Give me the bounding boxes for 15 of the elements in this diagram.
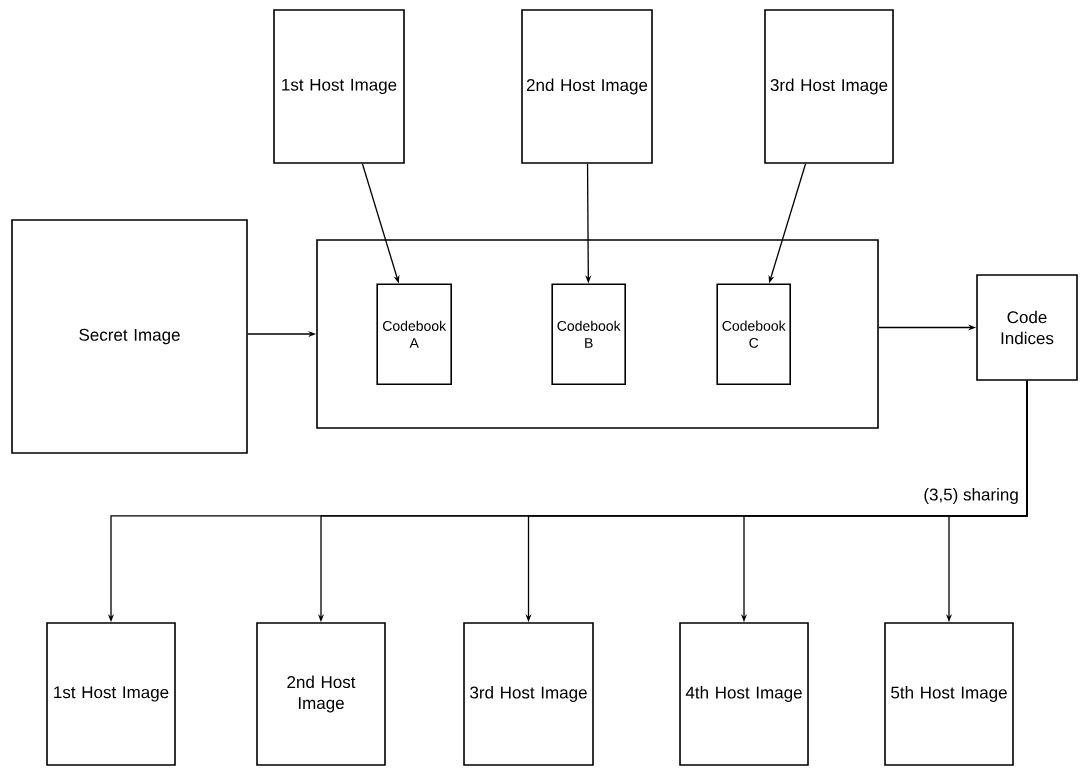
image-box: 3rd Host Image [764,9,894,164]
image-box: 1st Host Image [273,9,405,164]
image-box: 4th Host Image [679,622,809,766]
frame-box [316,239,879,429]
codebook-box: Codebook A [376,283,452,385]
image-box: 5th Host Image [884,622,1014,766]
codebook-box: Codebook C [716,283,791,385]
image-box: Code Indices [976,274,1078,381]
codebook-box: Codebook B [551,283,626,385]
image-box: 2nd Host Image [521,9,653,164]
image-box: 3rd Host Image [463,622,594,766]
annotation-label: (3,5) sharing [924,488,1018,504]
image-box: 2nd Host Image [256,622,386,766]
image-box: 1st Host Image [46,622,176,766]
image-box: Secret Image [11,219,248,454]
